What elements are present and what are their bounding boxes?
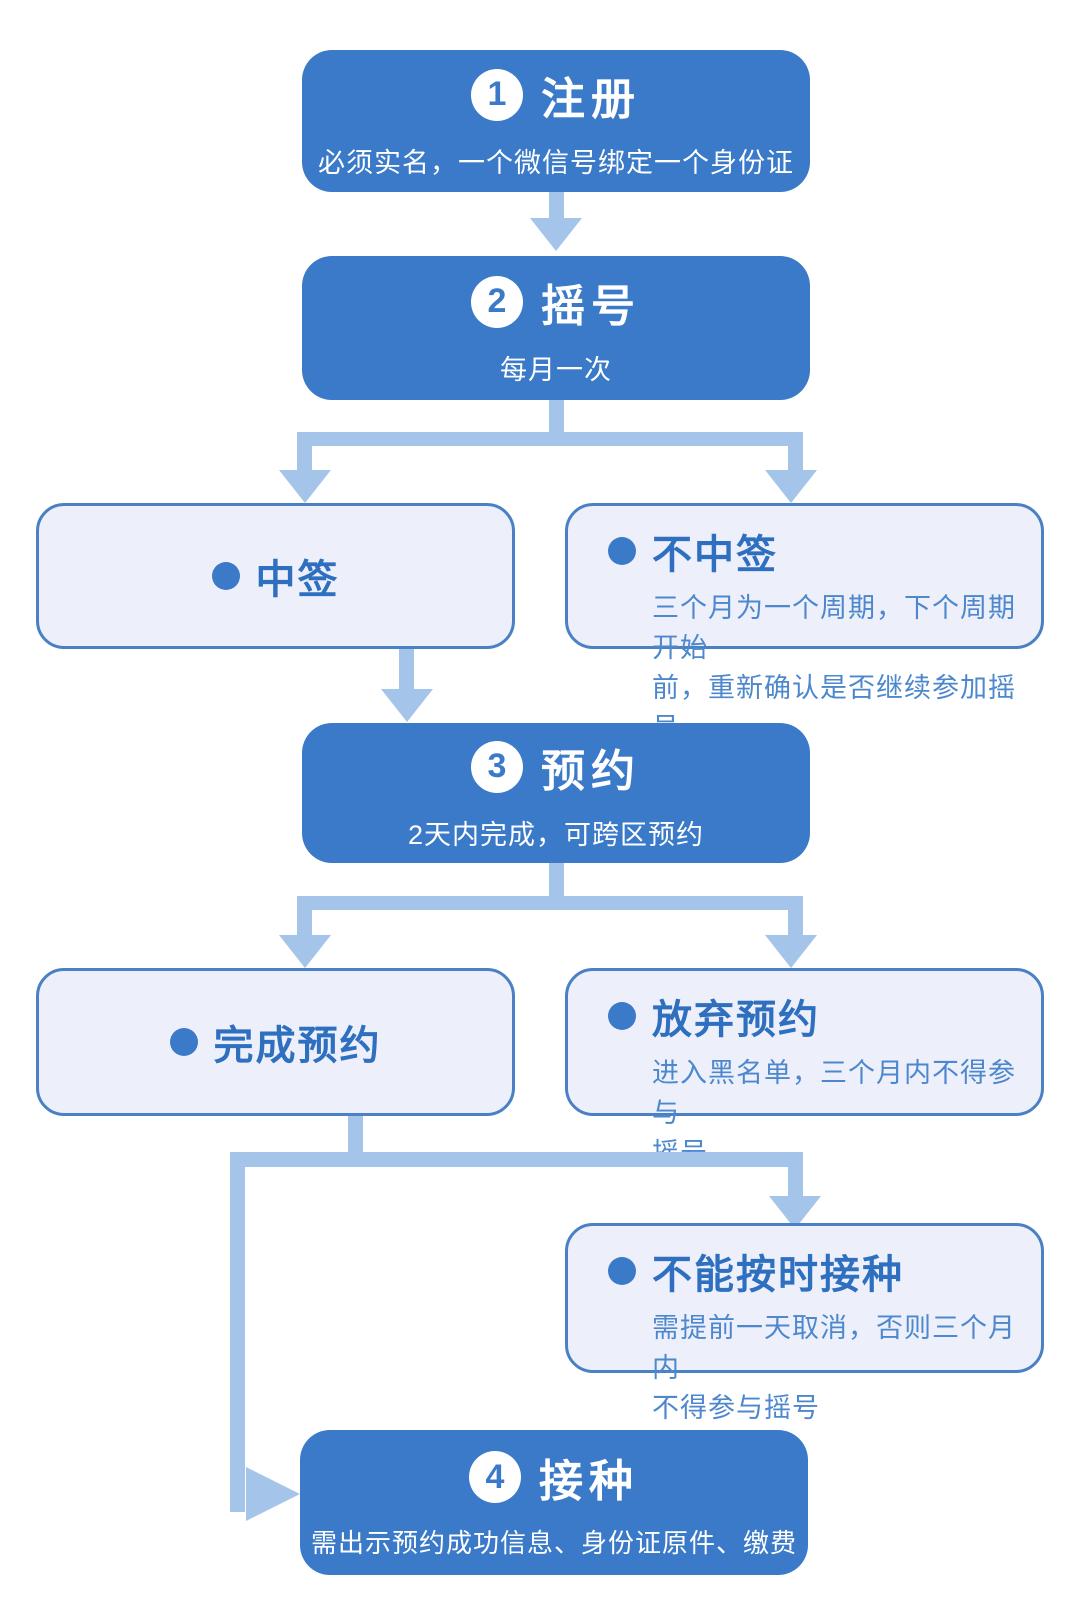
step-title-vaccination: 接种: [539, 1457, 639, 1506]
branch2-left-drop: [297, 910, 312, 937]
step-lottery-header: 2 摇号: [471, 270, 641, 334]
branch1-bar: [297, 432, 803, 446]
step-number-badge-3: 3: [471, 740, 523, 793]
outcome-body-lose: 三个月为一个周期，下个周期开始 前，重新确认是否继续参加摇号: [652, 593, 1016, 743]
outcome-body-missed: 需提前一天取消，否则三个月内 不得参与摇号: [652, 1313, 1016, 1423]
step-number-badge-1: 1: [471, 68, 523, 121]
arrow-win-to-appointment-stem: [399, 649, 414, 691]
step-subtitle-appointment: 2天内完成，可跨区预约: [407, 819, 705, 850]
step-vaccination-header: 4 接种: [469, 1445, 639, 1509]
step-number-badge-4: 4: [469, 1451, 521, 1503]
outcome-title-abandoned: 放弃预约: [652, 998, 820, 1042]
step-box-vaccination: 4 接种 需出示预约成功信息、身份证原件、缴费: [300, 1430, 808, 1575]
connector3-bar: [230, 1152, 803, 1167]
outcome-missed-header: 不能按时接种: [608, 1242, 1021, 1300]
connector3-left-arrowhead: [246, 1467, 300, 1521]
outcome-abandoned-header: 放弃预约: [608, 987, 1021, 1045]
outcome-completed-header: 完成预约: [169, 1013, 382, 1071]
step-box-register: 1 注册 必须实名，一个微信号绑定一个身份证: [302, 50, 810, 192]
branch1-stub: [549, 400, 564, 434]
outcome-body-abandoned: 进入黑名单，三个月内不得参与 摇号: [652, 1058, 1016, 1168]
outcome-title-completed: 完成预约: [213, 1024, 382, 1068]
bullet-icon: [169, 1028, 198, 1056]
connector3-right-drop: [788, 1167, 803, 1199]
branch2-left-arrowhead: [279, 935, 331, 968]
bullet-icon: [608, 537, 636, 565]
step-appointment-header: 3 预约: [471, 735, 641, 799]
branch2-right-drop: [788, 910, 803, 937]
outcome-lose-header: 不中签: [608, 522, 1021, 580]
branch1-left-drop: [297, 446, 312, 472]
outcome-box-missed: 不能按时接种 需提前一天取消，否则三个月内 不得参与摇号: [565, 1223, 1044, 1423]
step-title-lottery: 摇号: [541, 281, 641, 331]
step-subtitle-lottery: 每月一次: [500, 354, 612, 385]
branch1-left-arrowhead: [279, 470, 331, 503]
branch2-stub: [549, 863, 564, 897]
outcome-win-header: 中签: [211, 547, 340, 605]
bullet-icon: [608, 1002, 636, 1030]
branch1-right-drop: [788, 446, 803, 472]
outcome-box-abandoned: 放弃预约 进入黑名单，三个月内不得参与 摇号: [565, 968, 1044, 1168]
step-subtitle-register: 必须实名，一个微信号绑定一个身份证: [318, 147, 794, 178]
connector3-left-vertical: [230, 1152, 245, 1512]
branch1-right-arrowhead: [765, 470, 817, 503]
outcome-box-lose: 不中签 三个月为一个周期，下个周期开始 前，重新确认是否继续参加摇号: [565, 503, 1044, 743]
step-title-appointment: 预约: [541, 746, 641, 796]
connector3-stub: [348, 1116, 363, 1154]
step-register-header: 1 注册: [471, 63, 641, 127]
bullet-icon: [211, 562, 240, 590]
arrow-win-to-appointment-head: [381, 689, 433, 722]
step-subtitle-vaccination: 需出示预约成功信息、身份证原件、缴费: [310, 1528, 797, 1558]
arrow-register-to-lottery-stem: [549, 192, 564, 220]
step-box-lottery: 2 摇号 每月一次: [302, 256, 810, 400]
step-box-appointment: 3 预约 2天内完成，可跨区预约: [302, 723, 810, 863]
outcome-box-completed: 完成预约: [36, 968, 515, 1116]
bullet-icon: [608, 1257, 636, 1285]
outcome-title-win: 中签: [255, 558, 340, 602]
step-title-register: 注册: [541, 74, 641, 124]
outcome-title-lose: 不中签: [652, 533, 778, 577]
branch2-bar: [297, 896, 803, 910]
step-number-badge-2: 2: [471, 275, 523, 328]
arrow-register-to-lottery-head: [530, 218, 582, 251]
outcome-title-missed: 不能按时接种: [652, 1253, 904, 1297]
branch2-right-arrowhead: [765, 935, 817, 968]
outcome-box-win: 中签: [36, 503, 515, 649]
